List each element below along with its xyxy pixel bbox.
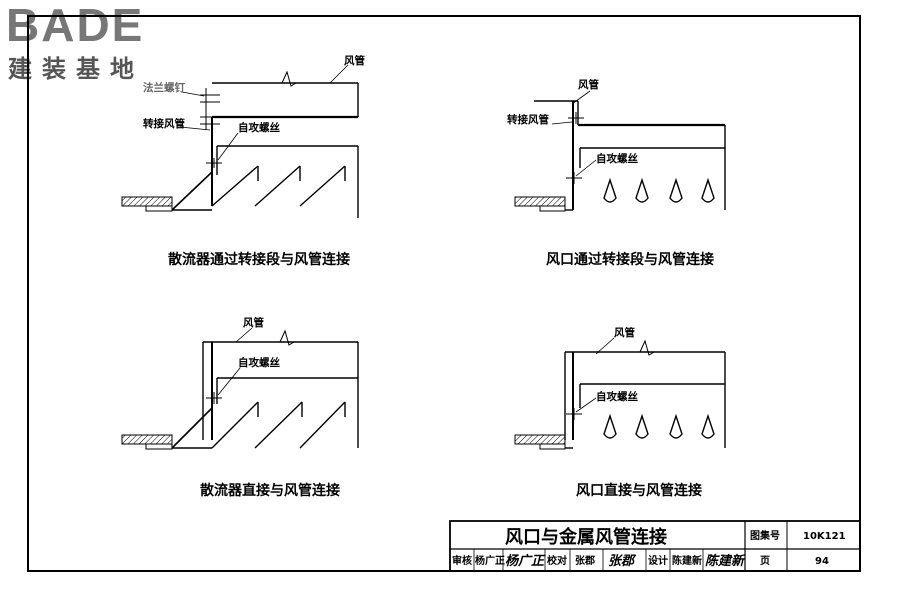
- design-signature: 陈建新: [705, 553, 746, 569]
- d1-screw-label: 自攻螺丝: [238, 121, 280, 134]
- d4-duct-label: 风管: [614, 326, 635, 339]
- page-label: 页: [760, 555, 770, 567]
- d2-transition-label: 转接风管: [507, 113, 549, 126]
- d1-duct-label: 风管: [344, 54, 365, 67]
- page-value: 94: [815, 556, 829, 567]
- d3-screw-label: 自攻螺丝: [238, 356, 280, 369]
- d1-transition-label: 转接风管: [143, 117, 185, 130]
- atlas-label: 图集号: [750, 529, 780, 542]
- check-signature: 张郡: [608, 554, 637, 569]
- d4-caption: 风口直接与风管连接: [576, 482, 702, 499]
- review-name: 杨广正: [475, 554, 505, 567]
- d3-caption: 散流器直接与风管连接: [200, 482, 340, 499]
- diagram-grille-transition: [514, 90, 726, 212]
- sheet-border: [27, 15, 861, 572]
- d2-caption: 风口通过转接段与风管连接: [546, 251, 714, 268]
- title-block: [449, 520, 861, 572]
- d4-screw-label: 自攻螺丝: [596, 390, 638, 403]
- d1-caption: 散流器通过转接段与风管连接: [168, 251, 350, 268]
- d3-duct-label: 风管: [243, 316, 264, 329]
- d2-screw-label: 自攻螺丝: [596, 152, 638, 165]
- d2-duct-label: 风管: [578, 78, 599, 91]
- d1-flange-label: 法兰螺钉: [143, 81, 185, 94]
- check-name: 张郡: [575, 554, 595, 567]
- review-label: 审核: [452, 554, 472, 567]
- diagram-diffuser-transition: [121, 64, 359, 218]
- check-label: 校对: [547, 554, 567, 567]
- design-label: 设计: [648, 554, 668, 567]
- diagram-grille-direct: [514, 337, 726, 450]
- atlas-value: 10K121: [803, 531, 846, 542]
- drawing-title: 风口与金属风管连接: [505, 526, 667, 548]
- review-signature: 杨广正: [505, 553, 546, 569]
- diagram-diffuser-direct: [121, 327, 359, 450]
- design-name: 陈建新: [672, 554, 702, 567]
